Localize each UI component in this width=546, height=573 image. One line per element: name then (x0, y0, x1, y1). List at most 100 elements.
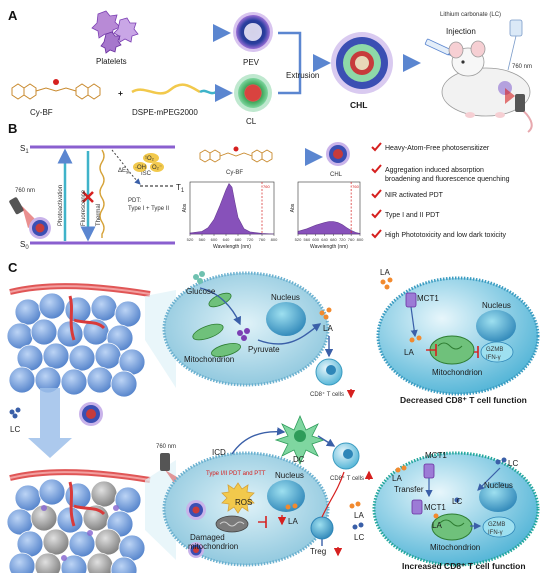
lc-label: Lithium carbonate (LC) (440, 12, 501, 18)
feature-list: Heavy-Atom-Free photosensitizer Aggregat… (371, 142, 510, 239)
pev-vesicle (233, 12, 273, 52)
pev-label: PEV (243, 58, 260, 67)
increased-label: Increased CD8⁺ T cell function (402, 561, 526, 571)
check-icon (371, 142, 382, 152)
cy-bf-molecule (11, 79, 101, 100)
ros-burst-icon (221, 482, 255, 514)
pdt-ptt-label: Type I/II PDT and PTT (206, 471, 266, 477)
tumor-cell (64, 482, 92, 510)
c-nm-label: 760 nm (156, 444, 176, 450)
chl-particle-dot (87, 530, 93, 536)
injection-label: Injection (446, 27, 476, 36)
arrow-dc-to-tcell (317, 435, 336, 447)
lc-dots (9, 407, 21, 419)
ifn-top-label: IFN-γ (486, 355, 501, 361)
gzmb-bottom-label: GZMB (488, 522, 505, 528)
mitochondrion-inset-top-label: Mitochondrion (432, 368, 482, 377)
cl-label: CL (246, 117, 257, 126)
la-lc-dots-bottom (349, 501, 364, 530)
cd8-bottom-label: CD8⁺ T cells (330, 475, 364, 482)
x-tick-label: 520 (187, 237, 194, 242)
lc-near-tcell-label: LC (354, 533, 364, 542)
mct1-top-label: MCT1 (417, 294, 439, 303)
nucleus-top-label: Nucleus (271, 293, 300, 302)
tumor-cell (94, 342, 122, 370)
x-tick-label: 560 (199, 237, 206, 242)
cy-bf-molecule-b (199, 146, 273, 163)
check-icon (371, 189, 382, 199)
chl-nanoparticle (331, 32, 393, 94)
treg-cell (310, 516, 334, 540)
tumor-cell (110, 556, 138, 573)
check-icon (371, 164, 382, 174)
isc-label: ISC (141, 171, 152, 177)
plus-sign: + (118, 88, 123, 98)
absorption-area (297, 221, 361, 235)
feature-3: NIR activated PDT (385, 192, 444, 199)
la-dots-inset-top (380, 277, 422, 343)
tumor-cell (60, 368, 88, 396)
thermal-label: Thermal (96, 204, 102, 226)
mct1-transporter-top (405, 292, 417, 308)
feature-5: High Phototoxicity and low dark toxicity (385, 232, 506, 239)
x-tick-label: 800 (357, 237, 364, 242)
feature-1: Heavy-Atom-Free photosensitizer (385, 145, 490, 152)
nucleus-inset-top-label: Nucleus (482, 301, 511, 310)
x-tick-label: 520 (295, 237, 302, 242)
transfer-label: Transfer (394, 485, 424, 494)
nucleus-bottom-label: Nucleus (275, 471, 304, 480)
lc-inset-label: LC (508, 459, 518, 468)
la-near-tcell-label: LA (354, 511, 364, 520)
chl-label: CHL (350, 100, 367, 110)
feature-4: Type I and II PDT (385, 212, 440, 219)
nucleus-top (266, 302, 306, 336)
pdt-label: PDT: (128, 198, 141, 204)
gzmb-top-label: GZMB (486, 347, 503, 353)
fluorescence-label: Fluorescence (81, 189, 87, 226)
panel-letter-a: A (8, 8, 18, 23)
nucleus-inset-bottom-label: Nucleus (484, 481, 513, 490)
tumor-cell (68, 344, 96, 372)
x-tick-label: 640 (321, 237, 328, 242)
mct1-bottom-label2: MCT1 (424, 503, 446, 512)
absorption-area (189, 183, 275, 235)
cd8-top-label: CD8⁺ T cells (310, 391, 344, 398)
panel-letter-b: B (8, 121, 17, 136)
feature-2b: broadening and fluorescence quenching (385, 176, 510, 183)
extrusion-label: Extrusion (286, 71, 319, 80)
tcell-inset-top (376, 276, 540, 396)
check-icon (371, 209, 382, 219)
x-tick-label: 600 (211, 237, 218, 242)
x-tick-label: 600 (312, 237, 319, 242)
x-tick-label: 720 (247, 237, 254, 242)
tumor-cell (64, 296, 92, 324)
oh-radical-label: ·OH (135, 165, 146, 171)
laser-icon (505, 88, 525, 112)
tumor-cell (38, 478, 66, 506)
mitochondrion-top-label: Mitochondrion (184, 355, 234, 364)
damaged-label-2: mitochondrion (188, 542, 238, 551)
t1-label: T1 (176, 183, 185, 194)
la-bottom-label: LA (288, 517, 298, 526)
tumor-cell (90, 294, 118, 322)
damaged-mitochondrion (215, 515, 249, 533)
s1-label: S1 (20, 144, 29, 155)
chl-b-label: CHL (330, 172, 343, 178)
treg-inhibit-line (321, 471, 345, 518)
icd-label: ICD (212, 448, 226, 457)
tumor-cell (114, 300, 142, 328)
ros-label: ROS (235, 498, 252, 507)
check-icon (371, 229, 382, 239)
chl-particle-b2 (326, 142, 350, 166)
la-inset-top-label: LA (380, 268, 390, 277)
arrow-la-export-top (257, 323, 322, 345)
mouse-illustration (441, 40, 533, 133)
dc-cell (274, 414, 326, 466)
panel-letter-c: C (8, 260, 18, 275)
glucose-icon (193, 271, 205, 284)
tumor-cell (86, 552, 114, 573)
pyruvate-label: Pyruvate (248, 345, 280, 354)
